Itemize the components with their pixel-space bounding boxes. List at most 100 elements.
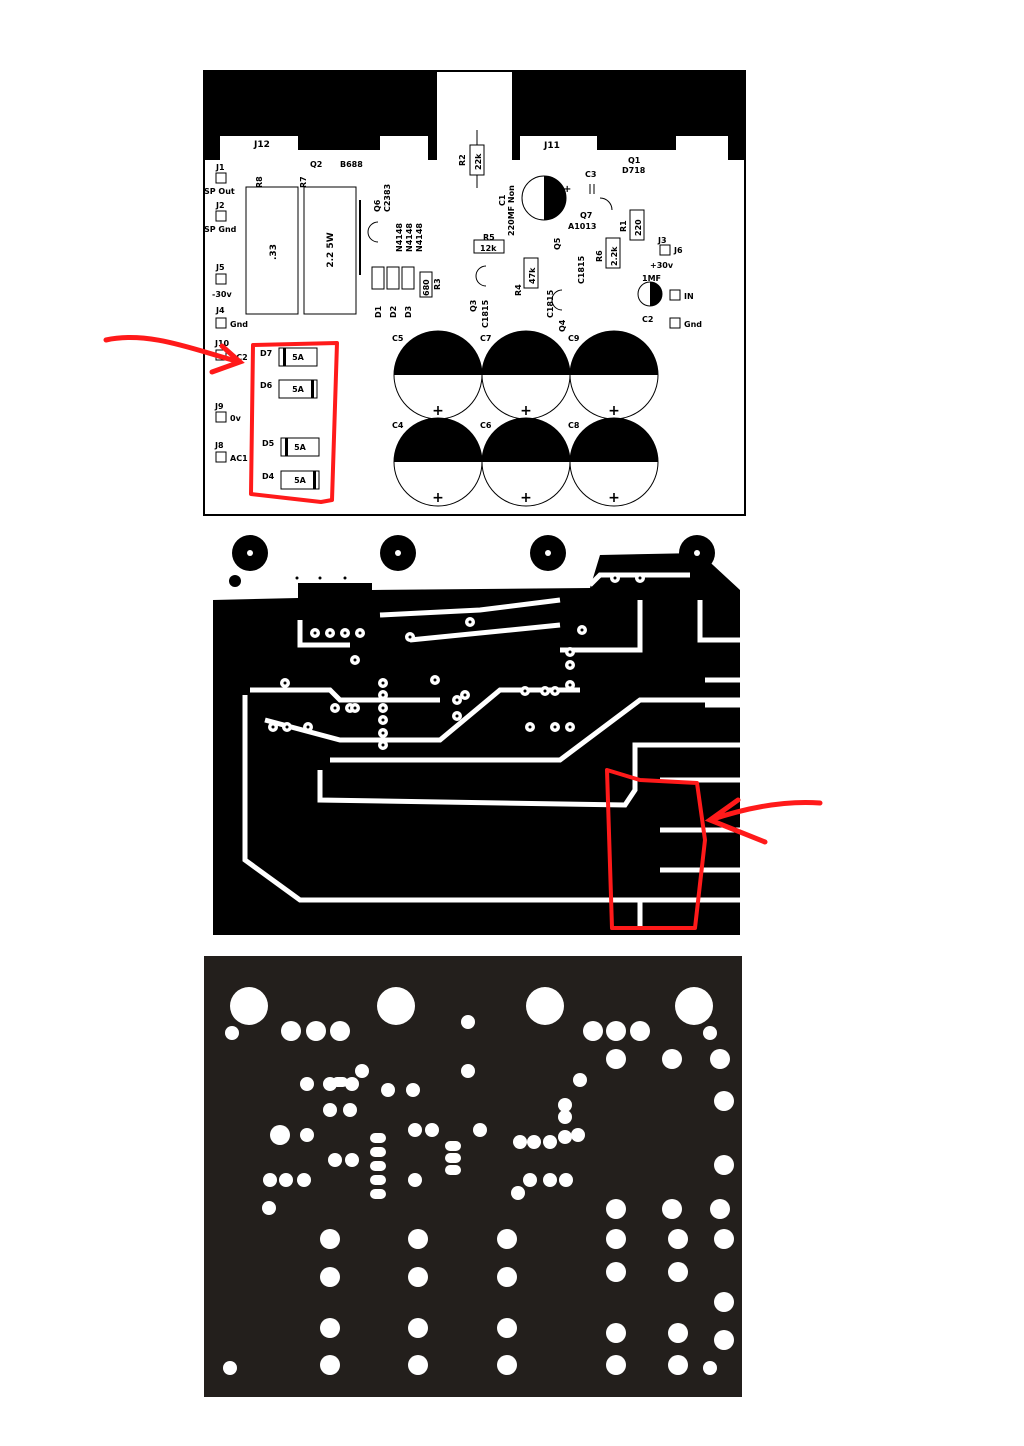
j12-label: J12 [253,140,270,150]
drill-hole [662,1049,682,1069]
drill-hole [345,1153,359,1167]
drill-pill [445,1165,461,1175]
drill-hole [559,1173,573,1187]
drill-hole [710,1049,730,1069]
n4148-c: N4148 [415,223,424,252]
drill-hole [668,1262,688,1282]
drill-hole [668,1355,688,1375]
drill-hole [328,1153,342,1167]
d2-body [386,266,400,290]
copper-pad-drill [313,631,317,635]
drill-hole [558,1098,572,1112]
j2-label: J2 [215,201,225,210]
gnd-pad [669,317,681,329]
drill-hole [714,1330,734,1350]
c1-fill [544,176,566,220]
r8-label: R8 [255,176,264,188]
copper-pad-drill [353,658,357,662]
copper-pad-drill [295,576,299,580]
copper-pad-drill [381,731,385,735]
r2-label: R2 [458,154,467,166]
drill-hole [606,1049,626,1069]
j9-pad [215,411,227,423]
copper-pad-drill [333,706,337,710]
drill-hole [630,1021,650,1041]
j2-text: SP Gnd [204,225,237,234]
drill-hole [606,1323,626,1343]
q3-outline [475,265,487,287]
drill-hole [343,1103,357,1117]
copper-pad-drill [638,576,642,580]
drill-hole [281,1021,301,1041]
cap-plus: + [520,490,532,506]
gnd-label: Gnd [684,320,702,329]
r7-label: R7 [299,176,308,188]
cap-band [570,331,658,375]
drill-hole [513,1135,527,1149]
drill-hole [406,1083,420,1097]
q3-part: C1815 [481,299,490,328]
r6-label: R6 [595,250,604,262]
drill-pill [370,1133,386,1143]
drill-pill [445,1141,461,1151]
drill-hole [558,1130,572,1144]
drill-hole [408,1318,428,1338]
copper-pad-drill [568,725,572,729]
q1-label: Q1 [628,156,641,165]
d3-label: D3 [404,306,413,318]
r3-label: R3 [433,278,442,290]
drill-hole [408,1173,422,1187]
drill-hole [606,1229,626,1249]
diode-ref: D4 [262,472,275,481]
mount-drill-4 [694,550,700,556]
copper-pad-drill [381,681,385,685]
n4148-a: N4148 [395,223,404,252]
q6-label: Q6 [373,199,382,212]
r1-body [629,209,645,241]
cap-plus: + [520,403,532,419]
pad-tl [229,575,241,587]
q2-label: Q2 [310,160,322,169]
j8-text: AC1 [230,454,248,463]
drill-hole [662,1199,682,1219]
copper-pad-drill [523,689,527,693]
cap-plus: + [608,490,620,506]
drill-hole [300,1128,314,1142]
drill-holes [223,987,734,1375]
cap-band [570,418,658,462]
j6-label: J6 [673,246,683,255]
cap-band [482,418,570,462]
cap-ref: C4 [392,421,404,430]
drill-hole [710,1199,730,1219]
copper-pad-drill [358,631,362,635]
q5-part: C1815 [577,255,586,284]
j3-text: +30v [650,261,674,270]
drill-hole [527,1135,541,1149]
drill-hole [497,1229,517,1249]
drill-large [675,987,713,1025]
diode-ref: D7 [260,349,272,358]
drill-hole [300,1077,314,1091]
q6-marker [359,200,361,275]
c2-fill [650,282,662,306]
drill-hole [497,1267,517,1287]
drill-hole [473,1123,487,1137]
drill-hole [668,1323,688,1343]
drill-hole [606,1355,626,1375]
r2-value: 22k [474,153,483,170]
drill-pill [370,1161,386,1171]
drill-hole [714,1229,734,1249]
drill-hole [320,1229,340,1249]
cap-ref: C7 [480,334,491,343]
j5-pad [215,273,227,285]
cap-value: 2200MF [418,464,458,474]
drill-hole [558,1110,572,1124]
diode-body [278,347,318,367]
q4-label: Q4 [558,319,567,332]
c1-plus: + [563,184,571,195]
diode-value: 5A [292,353,305,362]
